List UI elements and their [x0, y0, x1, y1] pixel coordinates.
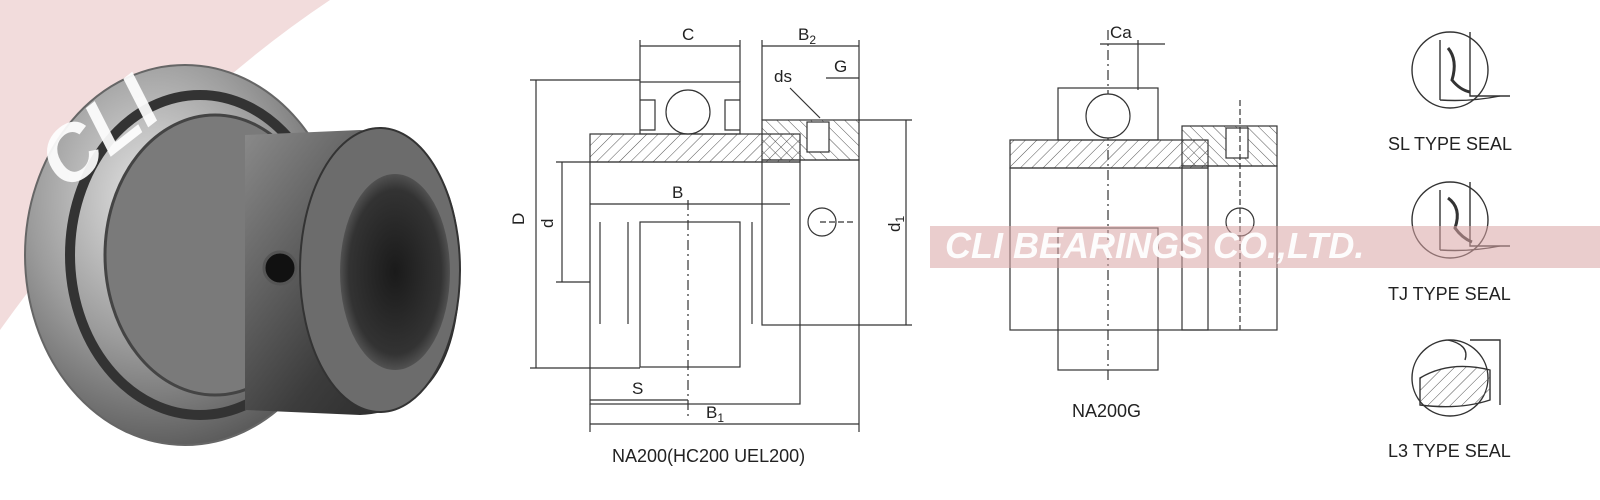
seal-label-tj: TJ TYPE SEAL — [1388, 284, 1511, 304]
set-screw-icon — [262, 250, 298, 286]
caption-na200: NA200(HC200 UEL200) — [612, 446, 805, 466]
dim-label-S: S — [632, 379, 643, 398]
collar-body — [761, 159, 860, 326]
set-screw-hole — [807, 207, 837, 237]
ball — [665, 89, 711, 135]
second-dim-labels: Ca NA200G — [1072, 23, 1141, 421]
second-drawing — [1009, 30, 1278, 380]
caption-na200g: NA200G — [1072, 401, 1141, 421]
watermark-band: CLI BEARINGS CO.,LTD. — [930, 225, 1600, 268]
dim-label-B2: B2 — [798, 25, 816, 47]
l3-seal-icon — [1411, 339, 1501, 417]
dim-label-B1: B1 — [706, 403, 724, 425]
watermark-bar — [930, 226, 1600, 268]
set-screw-section — [1225, 127, 1249, 159]
dim-label-B: B — [672, 183, 683, 202]
seal-right — [724, 99, 740, 131]
dim-label-ds: ds — [774, 67, 792, 86]
seal-icons — [1411, 31, 1510, 417]
dim-label-C: C — [682, 25, 694, 44]
dim-leader-ds — [789, 87, 821, 119]
watermark-text: CLI BEARINGS CO.,LTD. — [945, 225, 1364, 266]
seal-label-sl: SL TYPE SEAL — [1388, 134, 1512, 154]
inner-ring-section — [1009, 139, 1209, 169]
bore-hole — [340, 174, 450, 370]
main-drawing — [530, 40, 912, 432]
main-dim-labels: C B2 ds G D d B d1 S B1 NA200(HC200 UEL2… — [509, 25, 907, 466]
outer-ring-lower — [639, 221, 741, 368]
product-photo: CLI — [0, 0, 461, 446]
seal-label-l3: L3 TYPE SEAL — [1388, 441, 1511, 461]
seal-left — [640, 99, 656, 131]
dim-label-d1: d1 — [885, 216, 907, 232]
set-screw-section — [806, 121, 830, 153]
sl-seal-icon — [1411, 31, 1510, 109]
dim-label-Ca: Ca — [1110, 23, 1132, 42]
dim-label-d: d — [538, 219, 557, 228]
seal-labels: SL TYPE SEAL TJ TYPE SEAL L3 TYPE SEAL — [1388, 134, 1512, 461]
dim-label-G: G — [834, 57, 847, 76]
dim-label-D: D — [509, 213, 528, 225]
logo-backdrop-swoosh — [0, 0, 330, 330]
inner-ring-body — [589, 161, 801, 405]
ball — [1085, 93, 1131, 139]
